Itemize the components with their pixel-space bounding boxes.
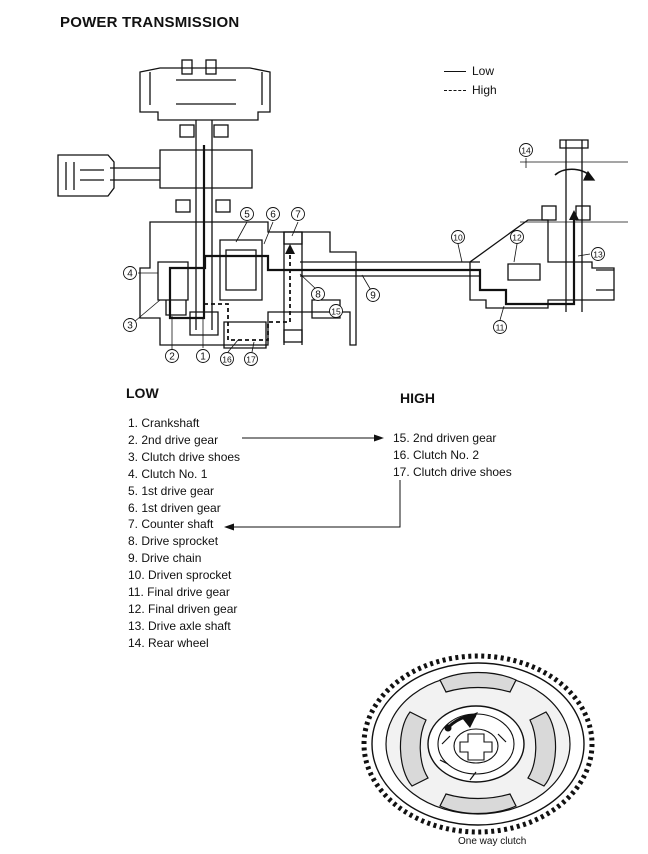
arrowhead-right [374, 434, 384, 442]
axle-shaft [565, 140, 583, 312]
legend-high-label: High [472, 83, 497, 97]
figure-caption: One way clutch [458, 836, 527, 847]
high-parts-list: 15. 2nd driven gear 16. Clutch No. 2 17.… [393, 430, 512, 481]
arrow-high-to-7 [232, 480, 401, 528]
callout-11: 11 [496, 323, 505, 333]
list-item: 13. Drive axle shaft [128, 618, 231, 633]
legend-low: Low [444, 62, 497, 81]
bearing-3 [175, 199, 191, 213]
legend-low-label: Low [472, 64, 495, 78]
callout-17-circle [244, 352, 258, 366]
callout-15-circle [329, 304, 343, 318]
callout-14: 14 [521, 146, 531, 156]
rotation-arrow-icon [462, 712, 478, 728]
bearing-2 [213, 124, 229, 138]
callout-6: 6 [270, 210, 276, 221]
piston [57, 154, 115, 197]
list-item: 16. Clutch No. 2 [393, 447, 480, 462]
low-parts-list: 1. Crankshaft 2. 2nd drive gear 3. Clutc… [128, 415, 240, 652]
callout-13-circle [591, 247, 605, 261]
list-item: 17. Clutch drive shoes [393, 464, 512, 479]
callout-15: 15 [331, 307, 341, 317]
list-item: 8. Drive sprocket [128, 534, 219, 549]
list-item: 6. 1st driven gear [128, 500, 221, 515]
low-power-path [168, 145, 576, 320]
bearing-5 [541, 205, 557, 221]
callout-9-circle [366, 288, 380, 302]
top-housing [139, 67, 271, 121]
callout-7-circle [291, 207, 305, 221]
callout-6-circle [266, 207, 280, 221]
connecting-rod [110, 167, 160, 181]
bearing-1 [179, 124, 195, 138]
legend-high: High [444, 81, 497, 100]
callout-3: 3 [127, 321, 133, 332]
list-item: 2. 2nd drive gear [128, 432, 219, 447]
one-way-clutch-illustration [361, 653, 595, 835]
callout-14-circle [519, 143, 533, 157]
arrowhead-left [224, 523, 234, 531]
bearing-4 [215, 199, 231, 213]
dashed-line-swatch [444, 90, 466, 91]
callout-10: 10 [453, 233, 463, 243]
low-heading: LOW [126, 385, 159, 401]
callout-12: 12 [512, 233, 522, 243]
list-item: 3. Clutch drive shoes [128, 449, 241, 464]
callout-11-circle [493, 320, 507, 334]
solid-line-swatch [444, 71, 466, 72]
bearing-6 [575, 205, 591, 221]
drive-chain [300, 261, 480, 277]
list-item: 12. Final driven gear [128, 601, 238, 616]
list-item: 9. Drive chain [128, 551, 202, 566]
final-drive-housing [469, 219, 615, 309]
callout-1: 1 [200, 352, 206, 363]
callout-5-circle [240, 207, 254, 221]
list-item: 10. Driven sprocket [128, 568, 232, 583]
callout-7: 7 [295, 210, 301, 221]
callout-8: 8 [315, 290, 321, 301]
callout-2-circle [165, 349, 179, 363]
callout-13: 13 [593, 250, 603, 260]
high-heading: HIGH [400, 390, 435, 406]
callout-5: 5 [244, 210, 250, 221]
list-item: 14. Rear wheel [128, 635, 209, 650]
page-title: POWER TRANSMISSION [60, 14, 240, 31]
gearbox-housing [139, 221, 357, 346]
callout-16: 16 [222, 355, 232, 365]
callout-12-circle [510, 230, 524, 244]
list-item: 11. Final drive gear [128, 585, 230, 600]
callout-17: 17 [246, 355, 256, 365]
legend: Low High [444, 62, 497, 100]
callout-2: 2 [169, 352, 175, 363]
callout-1-circle [196, 349, 210, 363]
callout-10-circle [451, 230, 465, 244]
list-item: 5. 1st drive gear [128, 483, 215, 498]
high-power-path [204, 252, 291, 341]
list-item: 15. 2nd driven gear [393, 431, 497, 445]
list-item: 4. Clutch No. 1 [128, 466, 208, 481]
callout-3-circle [123, 318, 137, 332]
list-connectors [232, 437, 401, 528]
callout-4: 4 [127, 269, 133, 280]
list-item: 1. Crankshaft [128, 416, 200, 430]
list-item: 7. Counter shaft [128, 517, 214, 532]
callout-8-circle [311, 287, 325, 301]
callout-9: 9 [370, 291, 376, 302]
callout-4-circle [123, 266, 137, 280]
callout-16-circle [220, 352, 234, 366]
crankshaft [195, 120, 213, 330]
